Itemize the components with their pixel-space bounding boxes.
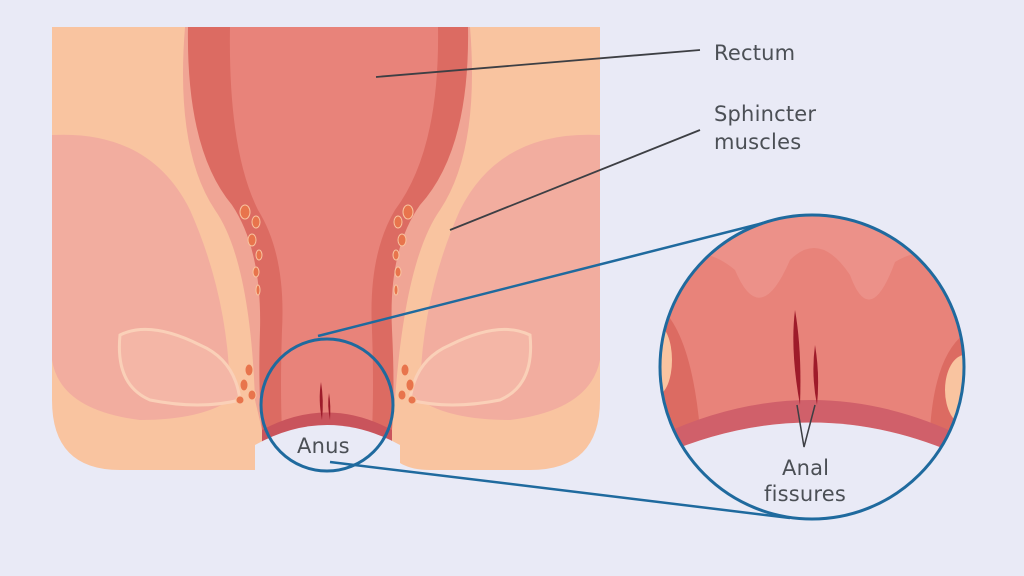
fat-tissue-right bbox=[392, 204, 417, 405]
rectum-label: Rectum bbox=[714, 41, 796, 65]
fissures-label-line1: Anal bbox=[782, 456, 830, 480]
sphincter-label-line2: muscles bbox=[714, 130, 802, 154]
fissures-small bbox=[319, 382, 331, 420]
cross-section-view bbox=[52, 27, 600, 480]
fissure-small bbox=[813, 345, 819, 405]
anus-callout-circle bbox=[259, 337, 395, 473]
sphincter-label-line1: Sphincter bbox=[714, 102, 817, 126]
callout-connectors bbox=[317, 218, 791, 520]
anal-canal bbox=[262, 412, 392, 445]
label-leaders bbox=[375, 49, 701, 231]
fat-tissue-left bbox=[235, 204, 263, 405]
fissure-large bbox=[793, 310, 801, 405]
anus-label: Anus bbox=[297, 434, 350, 458]
fissure-pointer bbox=[796, 404, 816, 448]
magnified-callout-circle bbox=[658, 213, 966, 521]
rectum-lumen bbox=[229, 27, 439, 430]
fissures-label-line2: fissures bbox=[764, 482, 847, 506]
